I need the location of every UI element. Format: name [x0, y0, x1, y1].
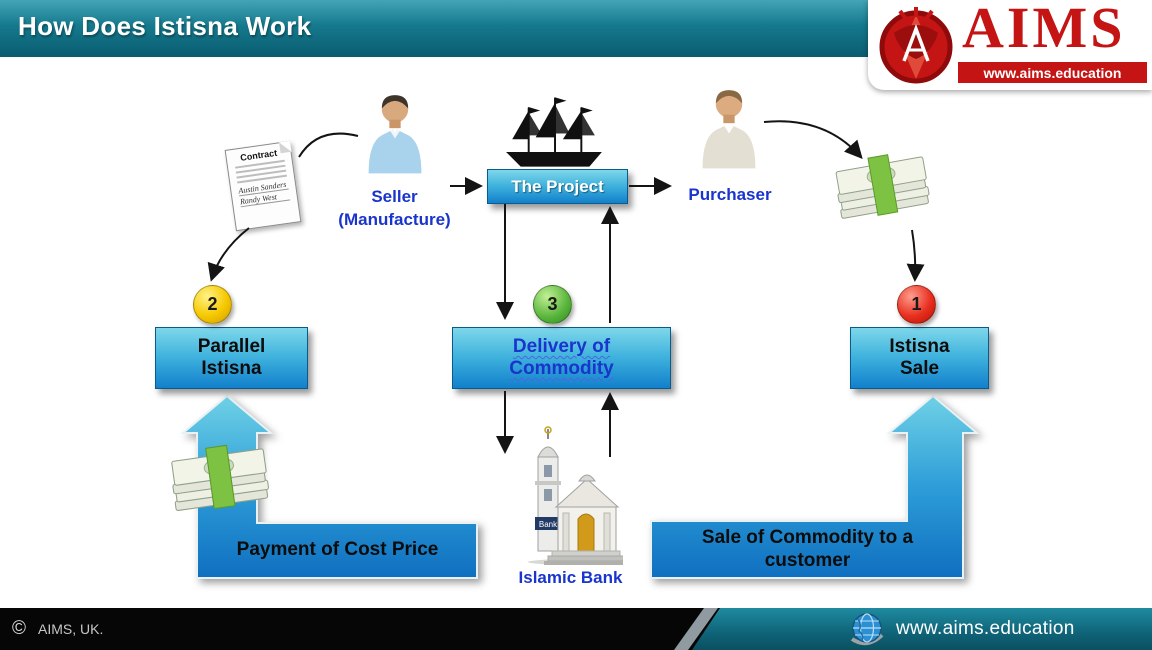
seller-person-icon — [368, 95, 422, 174]
step-3-badge: 3 — [533, 285, 572, 324]
seller-label: Seller (Manufacture) — [338, 187, 451, 229]
aims-logo: AIMS www.aims.education — [868, 0, 1152, 90]
arrow-contract-to-step2 — [207, 227, 250, 282]
copyright-icon: © — [12, 618, 26, 639]
purchaser-label: Purchaser — [688, 185, 772, 204]
bank-sign-text: Bank — [539, 520, 558, 529]
footer-left-text: AIMS, UK. — [38, 621, 104, 637]
globe-icon — [850, 613, 884, 646]
sale-of-commodity-label: Sale of Commodity to a customer — [701, 526, 914, 571]
contract-document: Contract Austin Sanders Randy West — [224, 140, 302, 232]
payment-of-cost-price-label: Payment of Cost Price — [236, 539, 439, 561]
page-title: How Does Istisna Work — [18, 11, 312, 41]
line-seller-to-contract — [298, 132, 359, 158]
islamic-bank-building-icon: Bank — [528, 426, 623, 565]
step-2-badge: 2 — [193, 285, 232, 324]
money-stack-icon — [171, 444, 269, 511]
the-project-box: The Project — [487, 169, 628, 204]
step-1-badge: 1 — [897, 285, 936, 324]
purchaser-person-icon — [702, 90, 756, 169]
parallel-istisna-box: Parallel Istisna — [155, 327, 308, 389]
istisna-sale-box: Istisna Sale — [850, 327, 989, 389]
aims-emblem-icon — [879, 7, 953, 84]
footer-url-text: www.aims.education — [896, 618, 1075, 639]
footer-bar: © AIMS, UK. www.aims.education — [0, 608, 1152, 650]
aims-logo-url: www.aims.education — [958, 62, 1147, 83]
arrow-purchaser-to-money — [763, 120, 863, 159]
money-stack-icon — [835, 154, 930, 219]
arrow-money-to-step1 — [906, 229, 925, 282]
islamic-bank-label: Islamic Bank — [518, 568, 623, 587]
footer-teal-band — [692, 608, 1152, 650]
aims-brand-text: AIMS — [962, 0, 1126, 60]
contract-fold-corner — [279, 140, 292, 154]
ship-icon — [506, 97, 602, 167]
delivery-of-commodity-box: Delivery of Commodity — [452, 327, 671, 389]
